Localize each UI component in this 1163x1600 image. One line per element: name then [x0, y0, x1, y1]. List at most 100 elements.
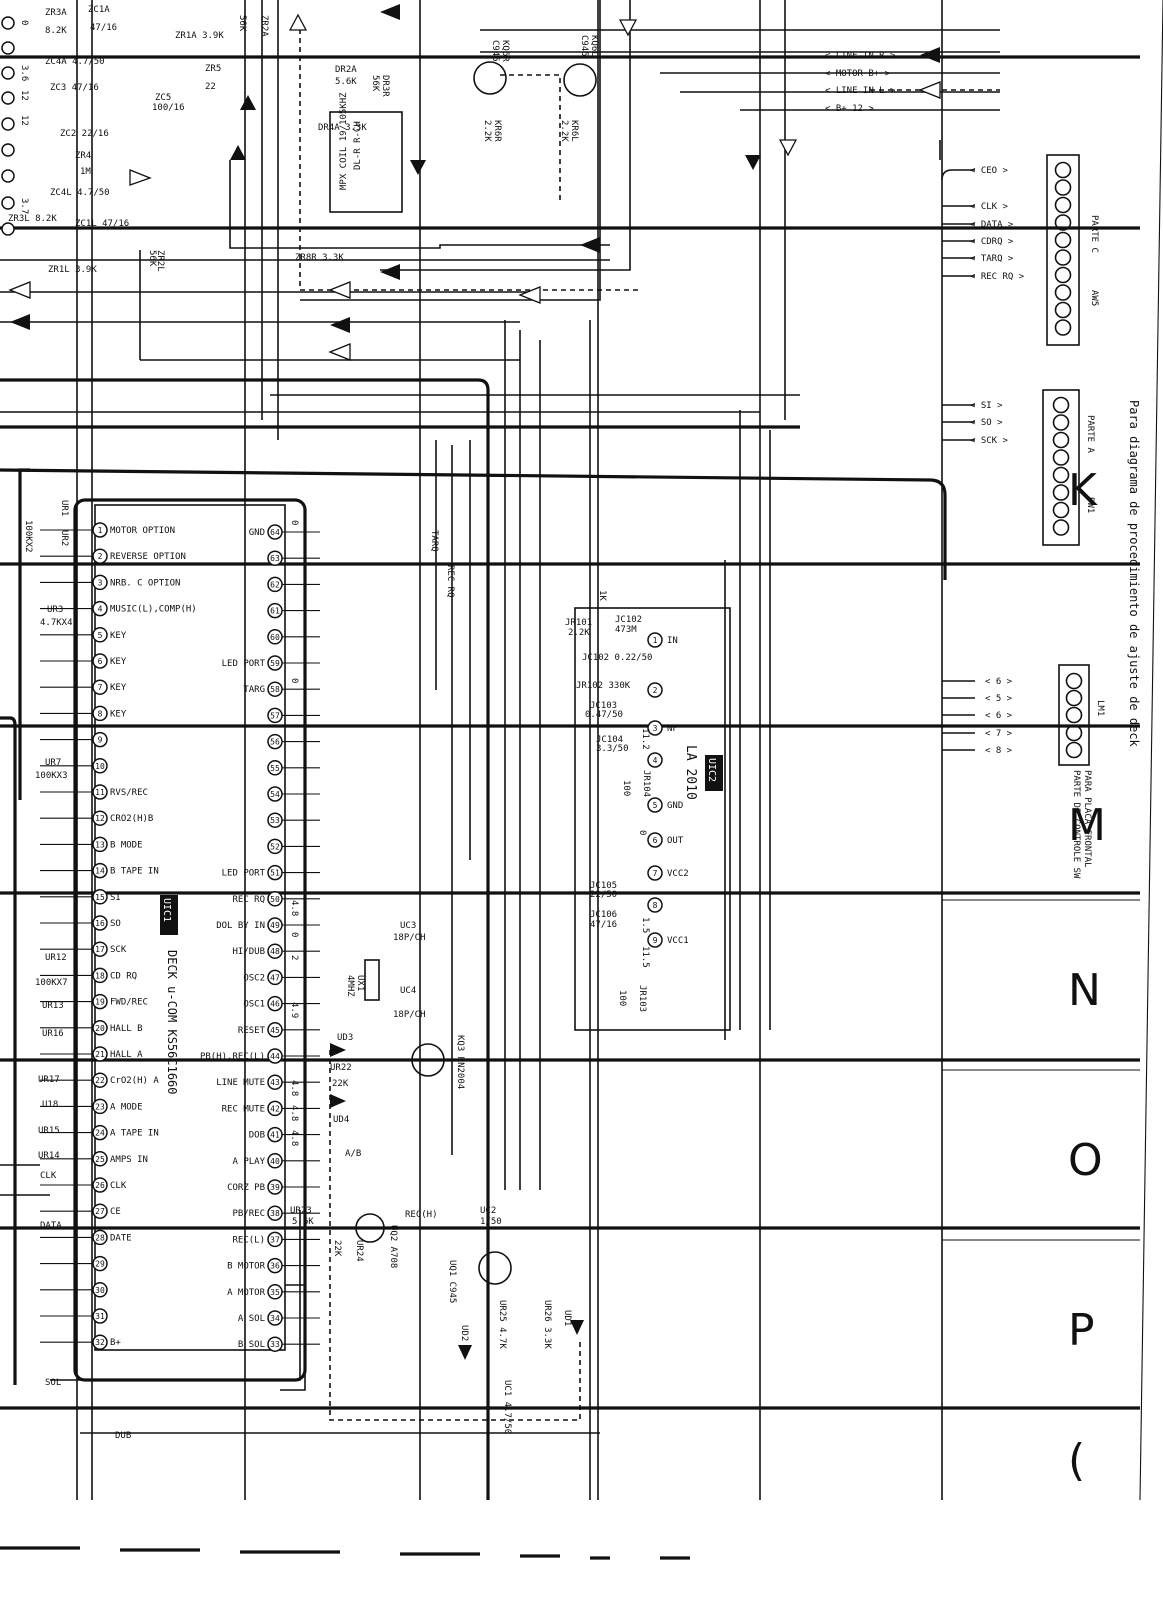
parte-a-pin-3: [1052, 431, 1070, 449]
ic1-pin-label-11: RVS/REC: [110, 788, 148, 798]
svg-text:UR1: UR1: [59, 500, 69, 516]
svg-text:54: 54: [270, 790, 280, 799]
svg-text:11.5: 11.5: [640, 946, 650, 968]
svg-text:12: 12: [19, 90, 29, 101]
svg-text:43: 43: [270, 1078, 280, 1087]
svg-text:22K: 22K: [332, 1079, 349, 1089]
svg-text:0: 0: [637, 830, 647, 835]
svg-text:100: 100: [617, 990, 627, 1006]
ic1-pin-55: 55: [267, 760, 283, 776]
svg-text:C945: C945: [579, 35, 589, 57]
svg-text:5: 5: [98, 631, 103, 640]
ic1-pin-label-43: LINE MUTE: [216, 1078, 265, 1088]
connector-lm1: < 6 >< 5 >< 6 >< 7 >< 8 > LM1 PARA PLACA…: [985, 664, 1105, 879]
svg-text:ZR3L 8.2K: ZR3L 8.2K: [8, 214, 57, 224]
ic1-pin-53: 53: [267, 812, 283, 828]
parte-c-pin-8: [1054, 284, 1072, 301]
ic1-pin-36: 36: [267, 1257, 283, 1274]
svg-text:2: 2: [98, 552, 103, 561]
svg-text:ZC5: ZC5: [155, 93, 171, 103]
edge-caption: Para diagrama de procedimiento de ajuste…: [1127, 400, 1141, 748]
ic1-pin-label-37: REC(L): [232, 1235, 265, 1245]
ic1-pin-5: 5: [92, 627, 108, 643]
svg-text:JC102: JC102: [615, 615, 642, 625]
ic1-pin-label-64: GND: [249, 528, 265, 538]
ic1-pin-10: 10: [92, 758, 108, 774]
svg-text:0: 0: [19, 20, 29, 25]
svg-text:3.3/50: 3.3/50: [596, 744, 629, 754]
transistor-kq6r: KQ6R C945 KR6R 2.2K: [473, 40, 510, 142]
ic1-pin-18: 18: [92, 967, 108, 984]
ic2-pin-label-7: VCC2: [667, 869, 689, 879]
svg-text:19: 19: [95, 998, 105, 1007]
svg-text:REC(H): REC(H): [405, 1210, 438, 1220]
svg-text:29: 29: [95, 1260, 105, 1269]
svg-text:UR25 4.7K: UR25 4.7K: [497, 1300, 507, 1349]
svg-text:UD1: UD1: [562, 1310, 572, 1326]
connector-parte-a: < SI >< SO >< SCK > PARTE A BW1: [970, 389, 1095, 546]
parte-c-pin-4: [1054, 214, 1072, 231]
mpx-coil-sub: DL-R R-CH: [353, 121, 363, 170]
parte-c-signal-1: < CLK >: [970, 202, 1009, 212]
svg-text:3.7: 3.7: [19, 198, 29, 214]
svg-text:KQ6R: KQ6R: [500, 40, 510, 62]
svg-text:3: 3: [98, 578, 103, 587]
svg-text:4.7KX4: 4.7KX4: [40, 618, 73, 628]
svg-text:56K: 56K: [237, 15, 247, 32]
ic1-pin-34: 34: [267, 1310, 283, 1326]
ic1-pin-label-27: CE: [110, 1207, 121, 1217]
svg-text:BW1: BW1: [1085, 497, 1095, 513]
ic2-components: 1K JC102 473M JR101 2.2K JC102 0.22/50 J…: [565, 590, 652, 1012]
svg-text:8.2K: 8.2K: [45, 26, 67, 36]
ic1-pin-47: 47: [267, 969, 283, 986]
ic1-pin-7: 7: [92, 679, 108, 695]
svg-text:3.6: 3.6: [19, 65, 29, 81]
hollow-arrows: [8, 13, 941, 361]
ic1-pin-label-25: AMPS IN: [110, 1155, 148, 1165]
svg-text:13: 13: [95, 840, 105, 849]
svg-text:56: 56: [270, 738, 280, 747]
svg-text:35: 35: [270, 1288, 280, 1297]
svg-text:30: 30: [95, 1286, 105, 1295]
ic1-pin-label-2: REVERSE OPTION: [110, 552, 186, 562]
svg-text:ZR2A: ZR2A: [259, 15, 269, 37]
ic1-pin-50: 50: [267, 891, 283, 907]
ic1-pin-48: 48: [267, 943, 283, 959]
svg-text:JC105: JC105: [590, 881, 617, 891]
svg-text:ZR2L: ZR2L: [155, 250, 165, 272]
lm1-pin-3: [1065, 706, 1083, 724]
svg-text:22/50: 22/50: [590, 890, 617, 900]
ic2-tag: UIC2: [706, 758, 717, 782]
mpx-coil-block: MPX COIL 19/105KHZ DL-R R-CH: [329, 92, 403, 213]
svg-text:100KX3: 100KX3: [35, 771, 68, 781]
svg-text:37: 37: [270, 1235, 280, 1244]
svg-text:ZC4A 4.7/50: ZC4A 4.7/50: [45, 57, 105, 67]
svg-text:4: 4: [653, 756, 658, 765]
ic1-title: DECK u-COM KS56C1660: [165, 950, 179, 1095]
ic1-pin-29: 29: [92, 1255, 108, 1272]
ic1-pin-label-5: KEY: [110, 631, 127, 641]
ic1-pin-label-42: REC MUTE: [222, 1104, 265, 1114]
ic1-pin-41: 41: [267, 1126, 283, 1143]
lm1-signal-4: < 8 >: [985, 746, 1013, 756]
ic2-pin-3: 3: [647, 720, 663, 736]
svg-text:UR7: UR7: [45, 758, 61, 768]
svg-text:4MHZ: 4MHZ: [345, 975, 355, 997]
grid-letter-P: P: [1068, 1305, 1095, 1356]
transistor-kq6l: KQ6L C945 KR6L 2.2K: [559, 35, 599, 142]
ic2-pin-label-9: VCC1: [667, 936, 689, 946]
ic1-pin-45: 45: [267, 1022, 283, 1038]
svg-text:ZR8R 3.3K: ZR8R 3.3K: [295, 253, 344, 263]
top-left-labels: ZR3A ZC1A 8.2K 47/16 ZR1A 3.9K ZC4A 4.7/…: [8, 5, 390, 275]
svg-text:48: 48: [270, 947, 280, 956]
ic1-pin-31: 31: [92, 1308, 108, 1324]
svg-text:7: 7: [653, 869, 658, 878]
svg-text:ZR1A 3.9K: ZR1A 3.9K: [175, 31, 224, 41]
svg-text:5: 5: [653, 801, 658, 810]
svg-text:39: 39: [270, 1183, 280, 1192]
svg-text:4: 4: [98, 605, 103, 614]
ic1-pin-label-17: SCK: [110, 945, 127, 955]
